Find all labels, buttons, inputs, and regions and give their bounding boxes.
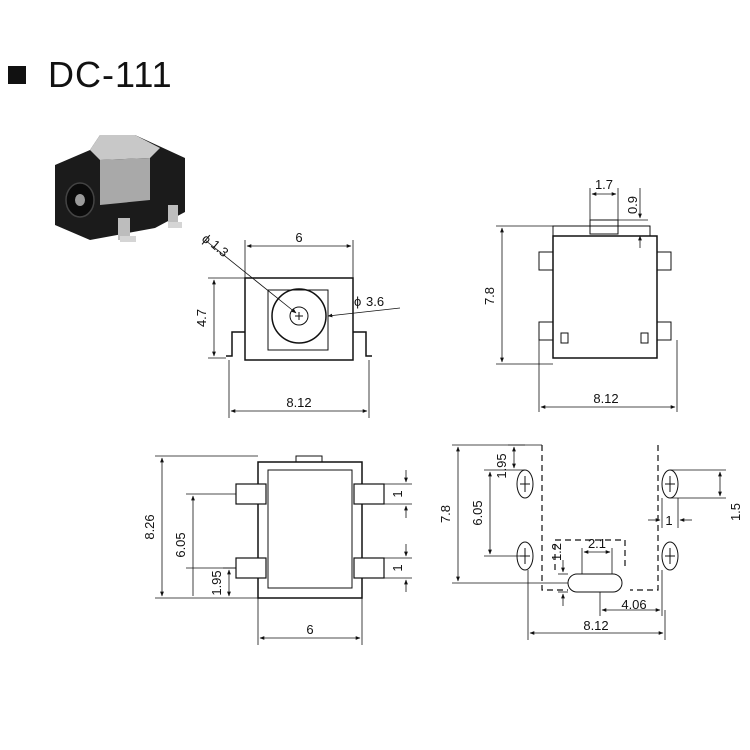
side-top-height-label: 0.9 [625,196,640,214]
front-view [204,239,401,418]
pcb-slot-width-label: 2.1 [588,536,606,551]
pcb-height-label: 7.8 [438,505,453,523]
top-pin-a-label: 1 [390,490,405,497]
header: DC-111 [8,54,173,95]
pcb-center-label: 4.06 [621,597,646,612]
top-width-label: 6 [306,622,313,637]
top-total-label: 8.26 [142,514,157,539]
front-height-label: 4.7 [194,309,209,327]
dimension-labels: 6 ϕ 1.3 ϕ 3.6 4.7 8.12 1.7 0.9 7.8 8.12 … [142,177,743,637]
front-width-top-label: 6 [295,230,302,245]
side-width-label: 8.12 [593,391,618,406]
product-photo [55,135,185,242]
part-title: DC-111 [48,54,173,95]
side-height-label: 7.8 [482,287,497,305]
pcb-pad-gap-label: 1 [665,513,672,528]
bullet-square-icon [8,66,26,84]
side-top-width-label: 1.7 [595,177,613,192]
top-pin-spacing-label: 6.05 [173,532,188,557]
front-hole-small-label: 1.3 [208,237,231,260]
side-view [496,188,678,412]
top-offset-label: 1.95 [209,570,224,595]
top-view [155,455,412,645]
pcb-slot-height-label: 1.2 [549,543,564,561]
pcb-pad-height-label: 1.5 [728,503,743,521]
pcb-width-label: 8.12 [583,618,608,633]
front-hole-large-phi: ϕ [354,294,361,309]
front-width-bottom-label: 8.12 [286,395,311,410]
pcb-pin-spacing-label: 6.05 [470,500,485,525]
pcb-layout [452,444,726,640]
front-hole-large-label: 3.6 [366,294,384,309]
top-pin-b-label: 1 [390,564,405,571]
pcb-offset-label: 1.95 [494,453,509,478]
